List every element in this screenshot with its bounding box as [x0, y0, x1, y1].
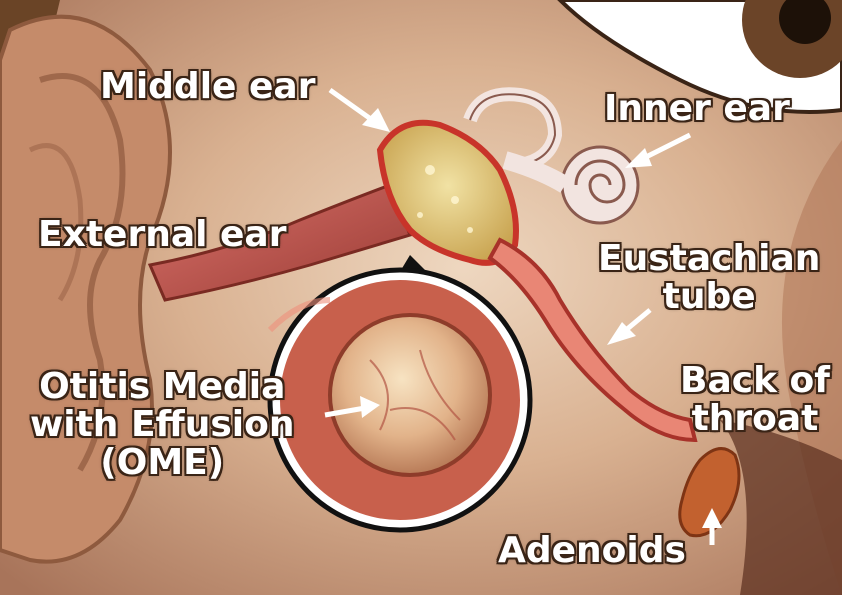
label-middle-ear: Middle ear — [100, 66, 316, 107]
label-ome-line-2: with Effusion — [30, 403, 295, 445]
label-ome: Otitis Media with Effusion (OME) — [30, 368, 294, 481]
label-eustachian-line-2: tube — [662, 275, 756, 317]
pinna-outer — [0, 14, 172, 564]
label-throat-line-2: throat — [691, 397, 819, 439]
ome-zoom-circle — [267, 267, 533, 533]
ear-canal — [147, 183, 413, 302]
label-throat-line-1: Back of — [680, 360, 830, 401]
label-ome-line-3: (OME) — [100, 441, 225, 483]
label-ome-line-1: Otitis Media — [39, 366, 286, 407]
eustachian-tube-shape — [487, 237, 698, 443]
label-arrows — [324, 87, 722, 545]
pinna-inner — [39, 73, 126, 472]
label-adenoids: Adenoids — [498, 530, 686, 571]
label-inner-ear: Inner ear — [604, 88, 790, 129]
label-external-ear: External ear — [38, 214, 287, 255]
label-eustachian-line-1: Eustachian — [598, 238, 821, 279]
inner-ear-shape — [463, 87, 640, 225]
label-back-of-throat: Back of throat — [680, 362, 830, 438]
label-eustachian-tube: Eustachian tube — [598, 240, 820, 316]
middle-ear-chamber — [376, 119, 519, 266]
